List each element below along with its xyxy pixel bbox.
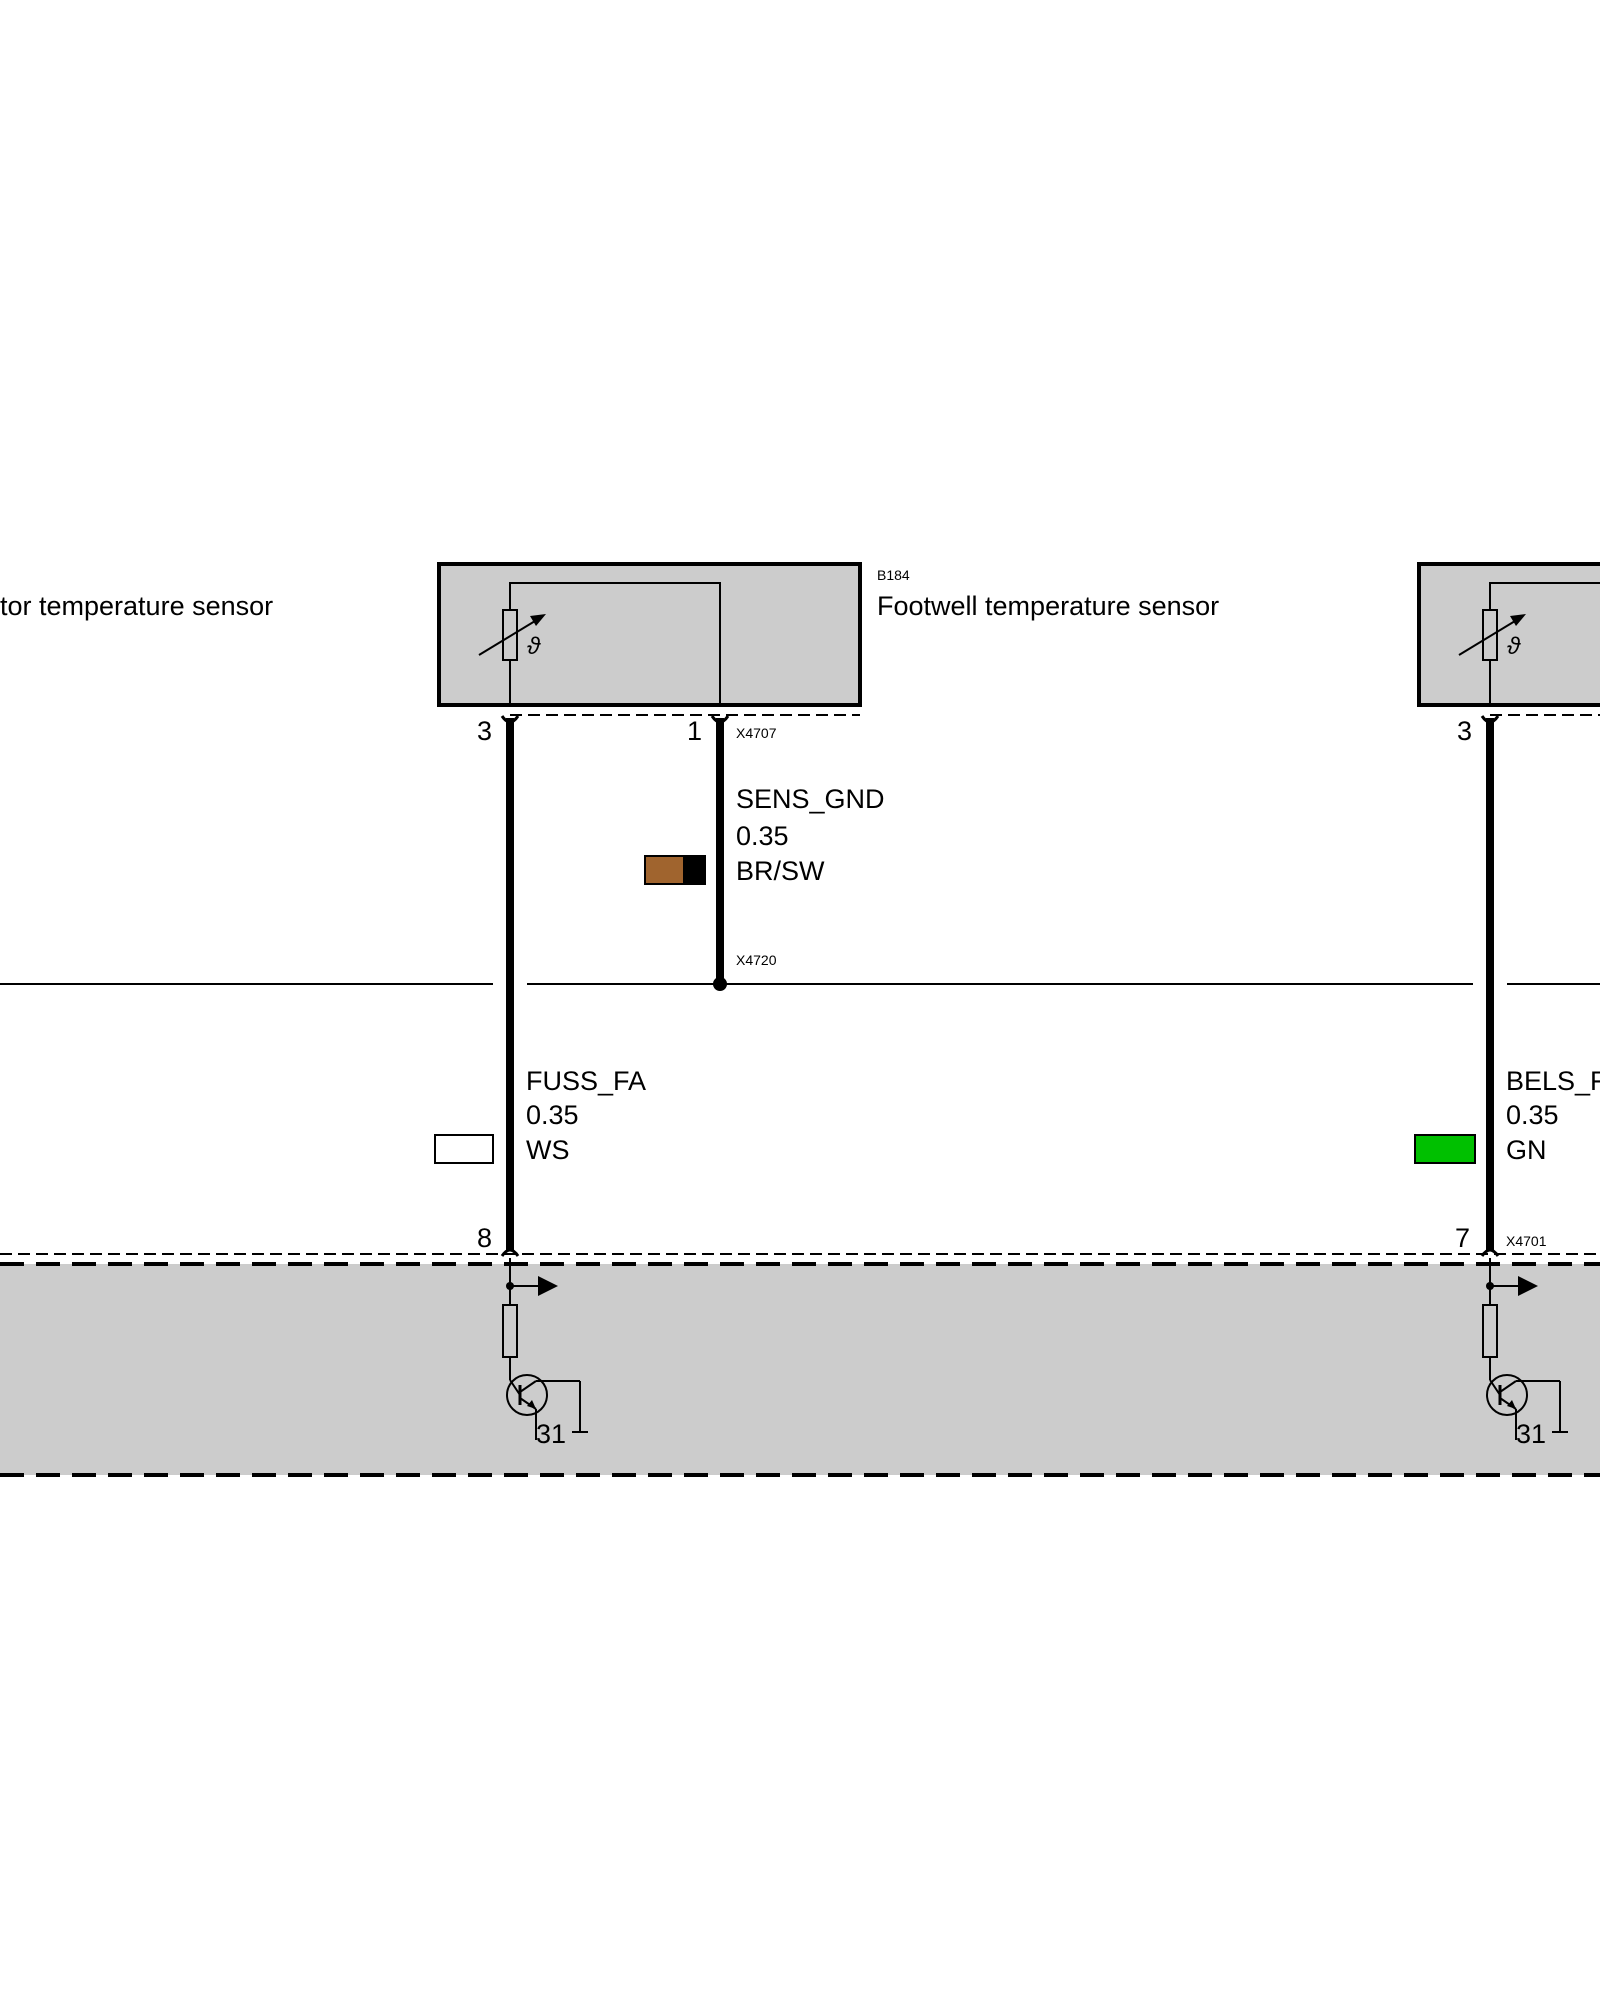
right-thermistor-arrowhead bbox=[1510, 614, 1526, 626]
control-module-body bbox=[0, 1264, 1600, 1475]
right-pin3-connector bbox=[1480, 715, 1500, 724]
footwell-thermistor-arrowhead bbox=[530, 614, 546, 626]
footwell-thermistor-theta: ϑ bbox=[527, 633, 541, 660]
fuss-fa-color-code: WS bbox=[526, 1135, 570, 1165]
fuss-fa-signal: FUSS_FA bbox=[526, 1066, 646, 1096]
module-circuit-left bbox=[502, 1258, 588, 1440]
sens-gnd-signal: SENS_GND bbox=[736, 784, 885, 814]
bels-f-gauge: 0.35 bbox=[1506, 1100, 1559, 1130]
swatch-gn bbox=[1414, 1134, 1476, 1164]
sens-gnd-color-code: BR/SW bbox=[736, 856, 825, 886]
ground-label-right: 31 bbox=[1516, 1419, 1546, 1449]
right-thermistor-arrow bbox=[1458, 617, 1521, 656]
pin-label-footwell-3: 3 bbox=[477, 716, 492, 746]
footwell-pin1-connector bbox=[710, 715, 730, 724]
connector-label-x4707: X4707 bbox=[736, 725, 777, 741]
swatch-br-sw-brown bbox=[645, 856, 683, 884]
left-sensor-name: tor temperature sensor bbox=[0, 591, 273, 621]
pin-label-right-3: 3 bbox=[1457, 716, 1472, 746]
fuss-fa-gauge: 0.35 bbox=[526, 1100, 579, 1130]
right-sensor-internal-wiring bbox=[1489, 582, 1600, 705]
swatch-br-sw-border bbox=[644, 855, 706, 885]
footwell-thermistor-arrow bbox=[478, 617, 541, 656]
right-thermistor-theta: ϑ bbox=[1507, 633, 1521, 660]
right-sensor-box bbox=[1417, 562, 1600, 707]
pin-label-footwell-1: 1 bbox=[687, 716, 702, 746]
swatch-br-sw-black bbox=[683, 856, 705, 884]
module-pin7-connector bbox=[1480, 1248, 1500, 1257]
sens-gnd-gauge: 0.35 bbox=[736, 821, 789, 851]
footwell-sensor-name: Footwell temperature sensor bbox=[877, 591, 1219, 621]
footwell-sensor-code: B184 bbox=[877, 567, 910, 583]
bels-f-signal: BELS_F bbox=[1506, 1066, 1600, 1096]
module-pin8-connector bbox=[500, 1248, 520, 1257]
bels-f-color-code: GN bbox=[1506, 1135, 1547, 1165]
connector-label-x4701: X4701 bbox=[1506, 1233, 1547, 1249]
module-circuit-right bbox=[1482, 1258, 1568, 1440]
footwell-pin3-connector bbox=[500, 715, 520, 724]
connector-label-x4720: X4720 bbox=[736, 952, 777, 968]
pin-label-module-7: 7 bbox=[1455, 1223, 1470, 1253]
pin-label-module-8: 8 bbox=[477, 1223, 492, 1253]
splice-x4720 bbox=[713, 977, 727, 991]
swatch-ws bbox=[434, 1134, 494, 1164]
ground-label-left: 31 bbox=[536, 1419, 566, 1449]
right-thermistor bbox=[1482, 609, 1498, 661]
footwell-thermistor bbox=[502, 609, 518, 661]
